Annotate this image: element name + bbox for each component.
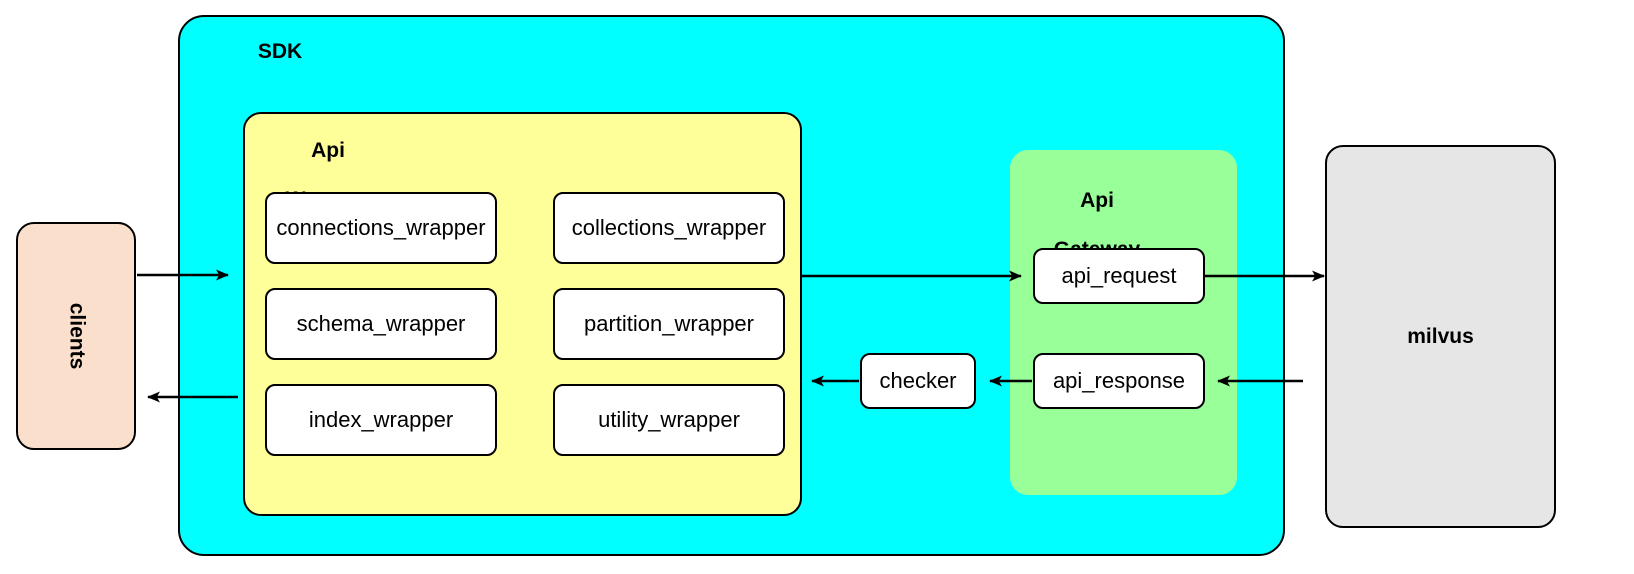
module-utility-wrapper[interactable]: utility_wrapper	[553, 384, 785, 456]
module-label: collections_wrapper	[571, 215, 767, 240]
sdk-label: SDK	[257, 40, 303, 63]
module-label: partition_wrapper	[584, 311, 754, 336]
api-gateway-container[interactable]	[1010, 150, 1237, 495]
module-index-wrapper[interactable]: index_wrapper	[265, 384, 497, 456]
module-schema-wrapper[interactable]: schema_wrapper	[265, 288, 497, 360]
milvus-label: milvus	[1407, 324, 1474, 348]
module-collections-wrapper[interactable]: collections_wrapper	[553, 192, 785, 264]
clients-container[interactable]: clients	[16, 222, 136, 450]
node-label: api_request	[1061, 263, 1177, 288]
module-label: schema_wrapper	[296, 311, 466, 336]
milvus-label-wrap: milvus	[1327, 147, 1554, 526]
node-checker[interactable]: checker	[860, 353, 976, 409]
module-label: index_wrapper	[308, 407, 454, 432]
node-api-request[interactable]: api_request	[1033, 248, 1205, 304]
api-gateway-label-line1: Api	[1080, 188, 1114, 212]
api-wrapper-label-line1: Api	[311, 138, 345, 162]
milvus-container[interactable]: milvus	[1325, 145, 1556, 528]
node-api-response[interactable]: api_response	[1033, 353, 1205, 409]
module-connections-wrapper[interactable]: connections_wrapper	[265, 192, 497, 264]
module-partition-wrapper[interactable]: partition_wrapper	[553, 288, 785, 360]
node-label: api_response	[1052, 368, 1186, 393]
module-label: connections_wrapper	[276, 215, 486, 240]
module-label: utility_wrapper	[598, 407, 740, 432]
node-label: checker	[879, 368, 957, 393]
